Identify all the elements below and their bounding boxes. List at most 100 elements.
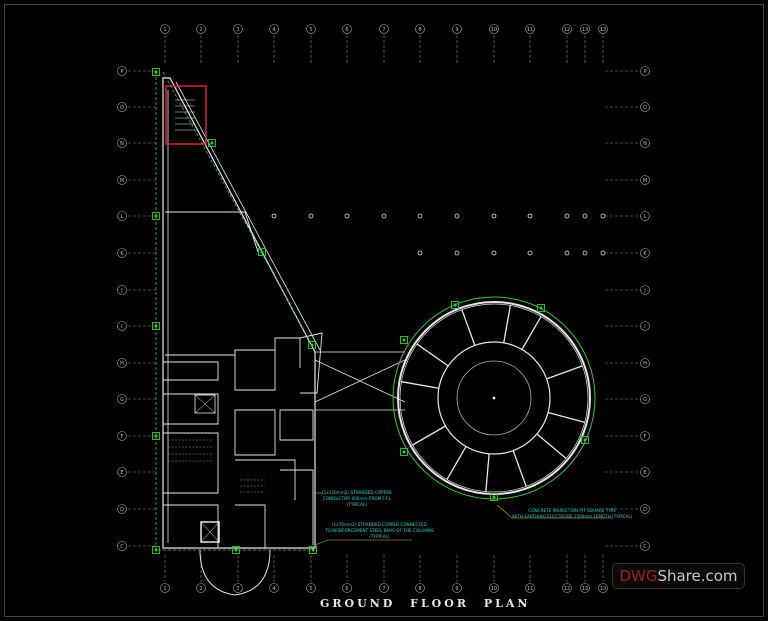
grid-bubble-col bbox=[598, 24, 608, 34]
annotation-line: TO REINFORCEMENT STEEL BARS OF THE COLUM… bbox=[325, 528, 434, 533]
inspection-pit-icon bbox=[152, 546, 160, 554]
grid-bubble-col bbox=[306, 24, 316, 34]
inspection-pit-icon bbox=[309, 546, 317, 554]
entrance-canopy bbox=[199, 549, 271, 596]
grid-label-col: 1 bbox=[163, 27, 166, 33]
grid-bubble-col bbox=[269, 583, 279, 593]
grid-label-col: 7 bbox=[382, 586, 385, 592]
grid-bubble-col bbox=[379, 583, 389, 593]
grid-bubble-row bbox=[117, 211, 127, 221]
earth-electrode-icon bbox=[210, 141, 214, 145]
radial-wall bbox=[546, 365, 583, 380]
grid-bubble-col bbox=[342, 24, 352, 34]
grid-label-col: 6 bbox=[345, 586, 348, 592]
radial-wall bbox=[536, 433, 567, 459]
grid-label-col: 8 bbox=[418, 586, 421, 592]
watermark-logo: DWGShare.com bbox=[612, 563, 745, 589]
grid-label-row: E bbox=[120, 470, 123, 476]
grid-label-row: N bbox=[643, 141, 647, 147]
grid-label-row: K bbox=[120, 251, 124, 257]
grid-bubble-col bbox=[233, 24, 243, 34]
circle-outer-green bbox=[392, 296, 596, 500]
grid-label-row: F bbox=[121, 434, 124, 440]
grid-bubble-row bbox=[117, 321, 127, 331]
grid-label-row: H bbox=[120, 361, 124, 367]
annotation-line: CONDUCTOR 600mm FROM F.F.L bbox=[322, 496, 391, 501]
grid-label-row: H bbox=[643, 361, 647, 367]
inspection-pit-icon bbox=[152, 212, 160, 220]
radial-wall bbox=[416, 343, 449, 367]
sheet-border bbox=[4, 4, 764, 617]
inspection-pit-icon bbox=[537, 304, 545, 312]
grid-bubble-row bbox=[117, 248, 127, 258]
radial-wall bbox=[512, 450, 527, 487]
inspection-pit-icon bbox=[490, 493, 498, 501]
grid-bubble-col bbox=[196, 24, 206, 34]
grid-label-col: 11 bbox=[527, 27, 533, 33]
grid-label-col: 10 bbox=[491, 586, 497, 592]
grid-label-row: C bbox=[120, 544, 124, 550]
grid-bubble-row bbox=[117, 358, 127, 368]
structural-column bbox=[600, 213, 606, 219]
structural-column bbox=[582, 213, 588, 219]
annotation-line: WITH EARTHING ELECTRODE 2500mm LENGTH (T… bbox=[512, 514, 633, 519]
structural-column bbox=[417, 250, 423, 256]
grid-bubble-row bbox=[640, 467, 650, 477]
earth-electrode-icon bbox=[402, 338, 406, 342]
grid-label-col: 1 bbox=[163, 586, 166, 592]
earth-electrode-icon bbox=[583, 438, 587, 442]
stair-core-top bbox=[165, 85, 207, 145]
grid-bubble-col bbox=[562, 24, 572, 34]
grid-bubble-row bbox=[640, 321, 650, 331]
structural-column bbox=[344, 213, 350, 219]
grid-label-row: N bbox=[120, 141, 124, 147]
drawing-title: GROUND FLOOR PLAN bbox=[320, 597, 531, 610]
structural-column bbox=[564, 213, 570, 219]
circle-center bbox=[492, 396, 496, 400]
watermark-part2: Share.com bbox=[657, 567, 738, 585]
grid-label-col: 13 bbox=[600, 586, 606, 592]
earth-electrode-icon bbox=[402, 450, 406, 454]
structural-column bbox=[600, 250, 606, 256]
grid-bubble-col bbox=[580, 24, 590, 34]
grid-bubble-col bbox=[415, 583, 425, 593]
grid-bubble-row bbox=[117, 138, 127, 148]
grid-label-col: 13 bbox=[600, 27, 606, 33]
annotation-copper-conductor: (1x120mm2) STRANDED COPPER CONDUCTOR 600… bbox=[322, 490, 392, 508]
grid-bubble-row bbox=[640, 138, 650, 148]
radial-wall bbox=[485, 453, 490, 492]
grid-label-row: J bbox=[120, 288, 122, 294]
grid-bubble-col bbox=[562, 583, 572, 593]
structural-column bbox=[454, 213, 460, 219]
structural-column bbox=[527, 250, 533, 256]
grid-label-row: G bbox=[643, 397, 647, 403]
inspection-pit-icon bbox=[208, 139, 216, 147]
structural-column bbox=[417, 213, 423, 219]
radial-wall bbox=[446, 446, 467, 480]
grid-label-col: 3 bbox=[236, 27, 239, 33]
grid-bubble-col bbox=[452, 24, 462, 34]
grid-bubble-col bbox=[489, 583, 499, 593]
grid-label-col: 5 bbox=[309, 27, 312, 33]
building-outline bbox=[162, 77, 596, 596]
grid-label-row: O bbox=[643, 105, 647, 111]
grid-label-row: M bbox=[120, 178, 124, 184]
earth-electrode-icon bbox=[154, 324, 158, 328]
inspection-pit-icon bbox=[152, 322, 160, 330]
grid-label-row: L bbox=[121, 214, 124, 220]
circle-corridor bbox=[437, 341, 551, 455]
seating-pattern bbox=[168, 439, 265, 493]
grid-bubble-col bbox=[160, 24, 170, 34]
structural-column bbox=[308, 213, 314, 219]
grid-bubble-row bbox=[640, 248, 650, 258]
grid-label-col: 9 bbox=[455, 586, 458, 592]
annotation-line: (1x70mm2) STRANDED COPPER CONNECTED bbox=[331, 522, 427, 527]
grid-label-row: G bbox=[120, 397, 124, 403]
grid-bubble-row bbox=[117, 467, 127, 477]
inspection-pit-icon bbox=[581, 436, 589, 444]
structural-column bbox=[381, 213, 387, 219]
grid-bubble-row bbox=[640, 394, 650, 404]
structural-column bbox=[491, 250, 497, 256]
structural-column bbox=[491, 213, 497, 219]
grid-label-row: E bbox=[643, 470, 646, 476]
